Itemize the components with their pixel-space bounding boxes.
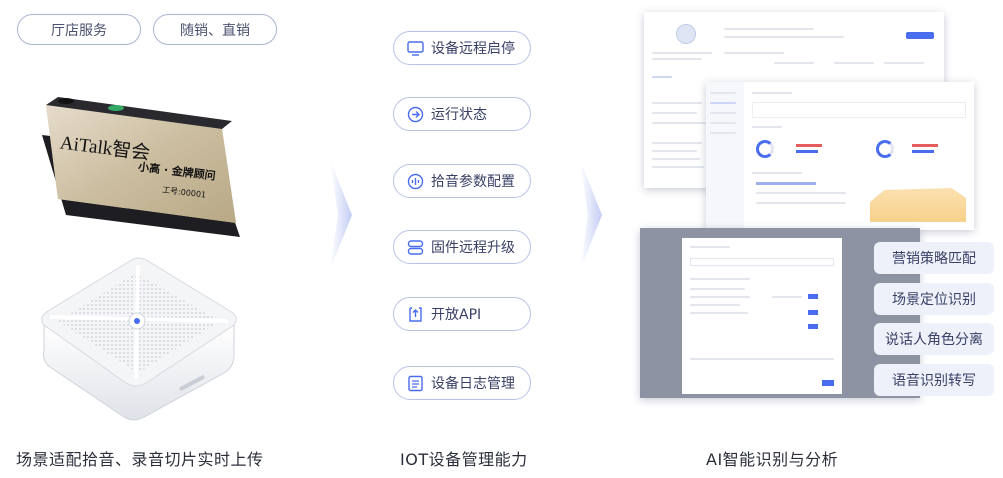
chevron-right-icon	[580, 160, 602, 270]
feature-remote-start-stop: 设备远程启停	[393, 31, 531, 65]
monitor-icon	[406, 39, 424, 57]
pill-sales: 随销、直销	[153, 14, 277, 45]
tag-scene-recognition: 场景定位识别	[874, 283, 994, 315]
screenshot-dialog	[640, 228, 920, 398]
pill-store-service: 厅店服务	[17, 14, 141, 45]
screenshot-dashboard	[706, 82, 974, 230]
caption-capture: 场景适配拾音、录音切片实时上传	[16, 450, 264, 469]
feature-label: 设备日志管理	[431, 376, 515, 392]
speaker-device	[38, 255, 240, 425]
caption-ai: AI智能识别与分析	[706, 450, 839, 469]
feature-label: 拾音参数配置	[431, 174, 515, 190]
feature-audio-config: 拾音参数配置	[393, 164, 531, 198]
tag-marketing-strategy: 营销策略匹配	[874, 242, 994, 274]
chevron-right-icon	[330, 160, 352, 270]
tag-speaker-separation: 说话人角色分离	[874, 323, 994, 355]
badge-device: AiTalk智会 小高 · 金牌顾问 工号:00001	[36, 95, 248, 245]
feature-firmware-upgrade: 固件远程升级	[393, 230, 531, 264]
feature-label: 运行状态	[431, 107, 487, 123]
caption-iot: IOT设备管理能力	[400, 450, 528, 469]
waveform-icon	[406, 172, 424, 190]
feature-label: 开放API	[431, 307, 482, 323]
feature-device-logs: 设备日志管理	[393, 366, 531, 400]
arrow-circle-icon	[406, 105, 424, 123]
upload-box-icon	[406, 305, 424, 323]
feature-label: 固件远程升级	[431, 240, 515, 256]
feature-running-status: 运行状态	[393, 97, 531, 131]
log-list-icon	[406, 374, 424, 392]
server-icon	[406, 238, 424, 256]
tag-speech-transcription: 语音识别转写	[874, 364, 994, 396]
feature-label: 设备远程启停	[431, 41, 515, 57]
feature-open-api: 开放API	[393, 297, 531, 331]
